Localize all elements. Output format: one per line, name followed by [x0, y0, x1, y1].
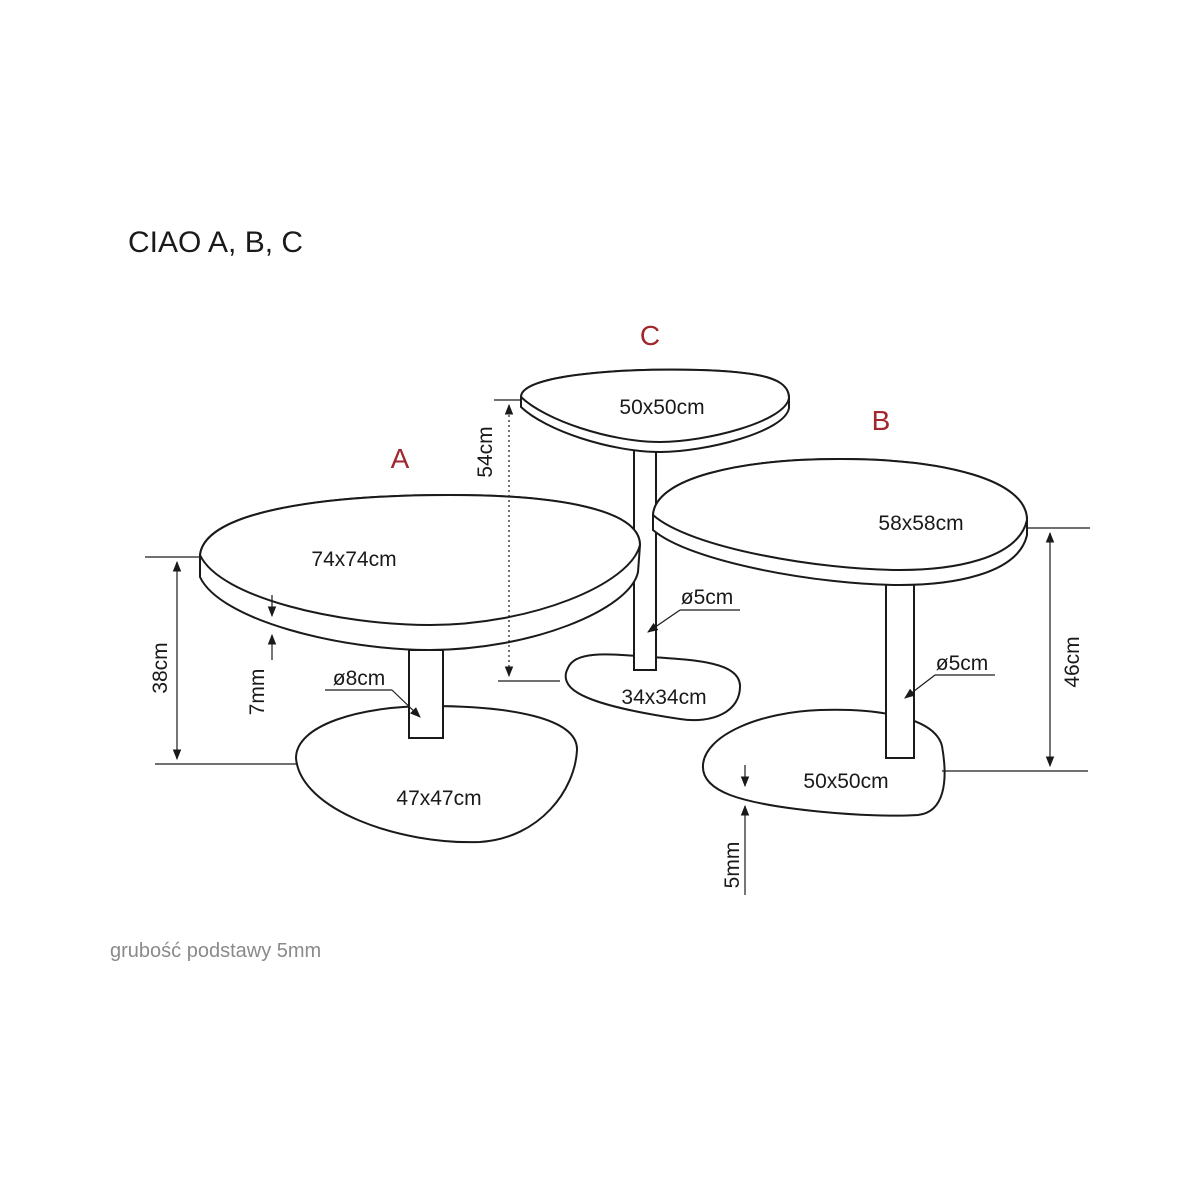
table-b-leg-leader — [904, 674, 936, 699]
table-a-leg-size: ø8cm — [333, 667, 386, 690]
diagram-title: CIAO A, B, C — [128, 226, 304, 259]
table-c-height-dimension — [494, 399, 560, 682]
table-c-leg-size: ø5cm — [681, 586, 734, 609]
table-b-letter: B — [872, 405, 891, 436]
table-a-height-dimension — [145, 556, 296, 765]
table-b-base-size: 50x50cm — [803, 770, 888, 793]
table-b-height-dimension — [942, 527, 1090, 772]
table-b-height-label: 46cm — [1061, 636, 1084, 687]
table-a-thickness-label: 7mm — [246, 669, 269, 716]
table-b-base — [701, 708, 946, 817]
table-c-leg-leader — [647, 609, 681, 633]
table-c-top — [519, 368, 791, 444]
table-b-base-thickness-label: 5mm — [721, 842, 744, 889]
table-a-base — [294, 704, 579, 844]
table-b-top — [651, 457, 1029, 572]
table-a-letter: A — [391, 443, 410, 474]
table-a-top-size: 74x74cm — [311, 548, 396, 571]
table-a-base-size: 47x47cm — [396, 787, 481, 810]
table-b-top-size: 58x58cm — [878, 512, 963, 535]
table-a-top — [198, 493, 642, 627]
table-b-leg — [885, 579, 915, 759]
table-c-letter: C — [640, 320, 660, 351]
table-a-height-label: 38cm — [149, 642, 172, 693]
base-thickness-note: grubość podstawy 5mm — [110, 940, 322, 962]
table-a-leg — [408, 649, 444, 739]
table-b-leg-size: ø5cm — [936, 652, 989, 675]
table-c-top-size: 50x50cm — [619, 396, 704, 419]
table-a — [198, 493, 642, 844]
table-c — [519, 368, 791, 721]
table-c-base-size: 34x34cm — [621, 686, 706, 709]
table-b — [651, 457, 1029, 817]
table-c-height-label: 54cm — [474, 426, 497, 477]
table-a-leg-leader — [391, 689, 421, 718]
